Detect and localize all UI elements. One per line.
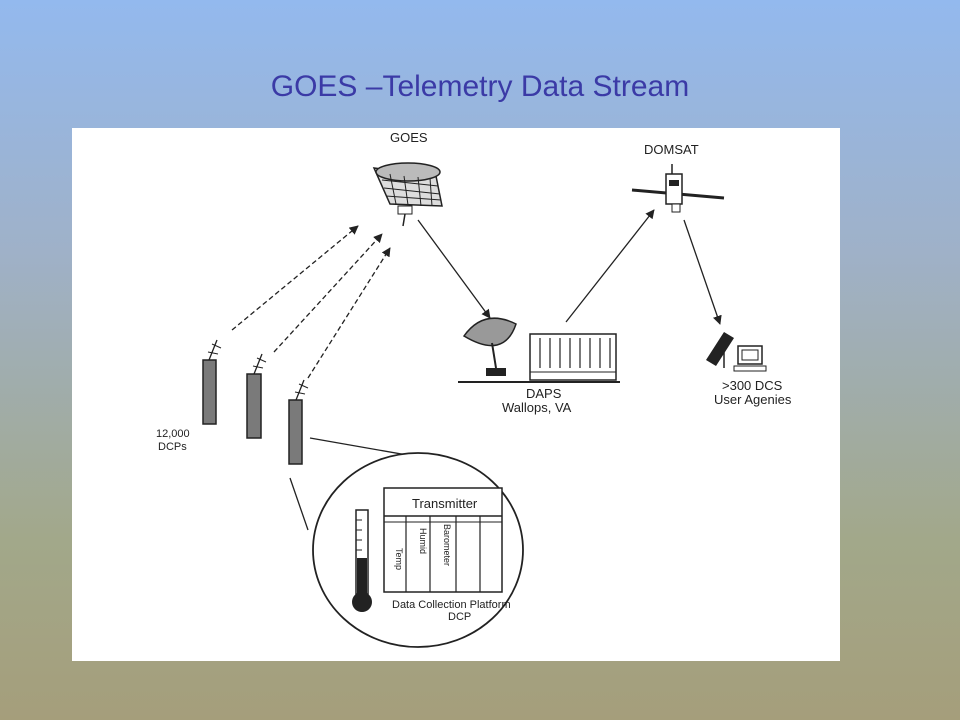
- daps-label: DAPS: [526, 386, 562, 401]
- daps-to-domsat-arrow: [565, 209, 655, 323]
- thermometer-icon: [352, 509, 372, 612]
- zoom-callout-line: [289, 477, 309, 531]
- telemetry-diagram: GOES DOMSAT 12,000 DCPs: [156, 130, 792, 648]
- daps-location-label: Wallops, VA: [502, 400, 572, 415]
- uplink-arrow-1: [231, 225, 359, 331]
- dcp-tower-icon: [202, 339, 222, 425]
- dcp-box: [383, 487, 503, 593]
- slide-title: GOES –Telemetry Data Stream: [270, 70, 690, 103]
- daps-dish-icon: [458, 317, 620, 383]
- computer-icon: [733, 345, 767, 372]
- dcp-tower-icon: [246, 353, 267, 439]
- dcp-count-label: 12,000: [156, 428, 190, 440]
- users-label: User Agenies: [714, 392, 792, 407]
- users-count-label: >300 DCS: [722, 378, 783, 393]
- domsat-label: DOMSAT: [644, 142, 699, 157]
- platform-abbrev-label: DCP: [448, 611, 471, 623]
- dcp-count-sublabel: DCPs: [158, 441, 187, 453]
- user-antenna-icon: [706, 332, 734, 368]
- uplink-arrow-2: [273, 233, 383, 353]
- platform-label: Data Collection Platform: [392, 599, 511, 611]
- daps-building-icon: [529, 333, 617, 381]
- goes-to-daps-arrow: [417, 219, 491, 319]
- domsat-to-users-arrow: [683, 219, 722, 325]
- goes-satellite-icon: [372, 162, 443, 227]
- sensor-temp-label: Temp: [394, 548, 404, 570]
- transmitter-label: Transmitter: [412, 496, 478, 511]
- diagram-panel: GOES DOMSAT 12,000 DCPs: [72, 128, 840, 661]
- sensor-humid-label: Humid: [418, 528, 428, 554]
- domsat-satellite-icon: [631, 164, 725, 213]
- uplink-arrow-3: [307, 247, 391, 379]
- dcp-tower-icon: [288, 379, 309, 465]
- goes-label: GOES: [390, 130, 428, 145]
- sensor-barometer-label: Barometer: [442, 524, 452, 566]
